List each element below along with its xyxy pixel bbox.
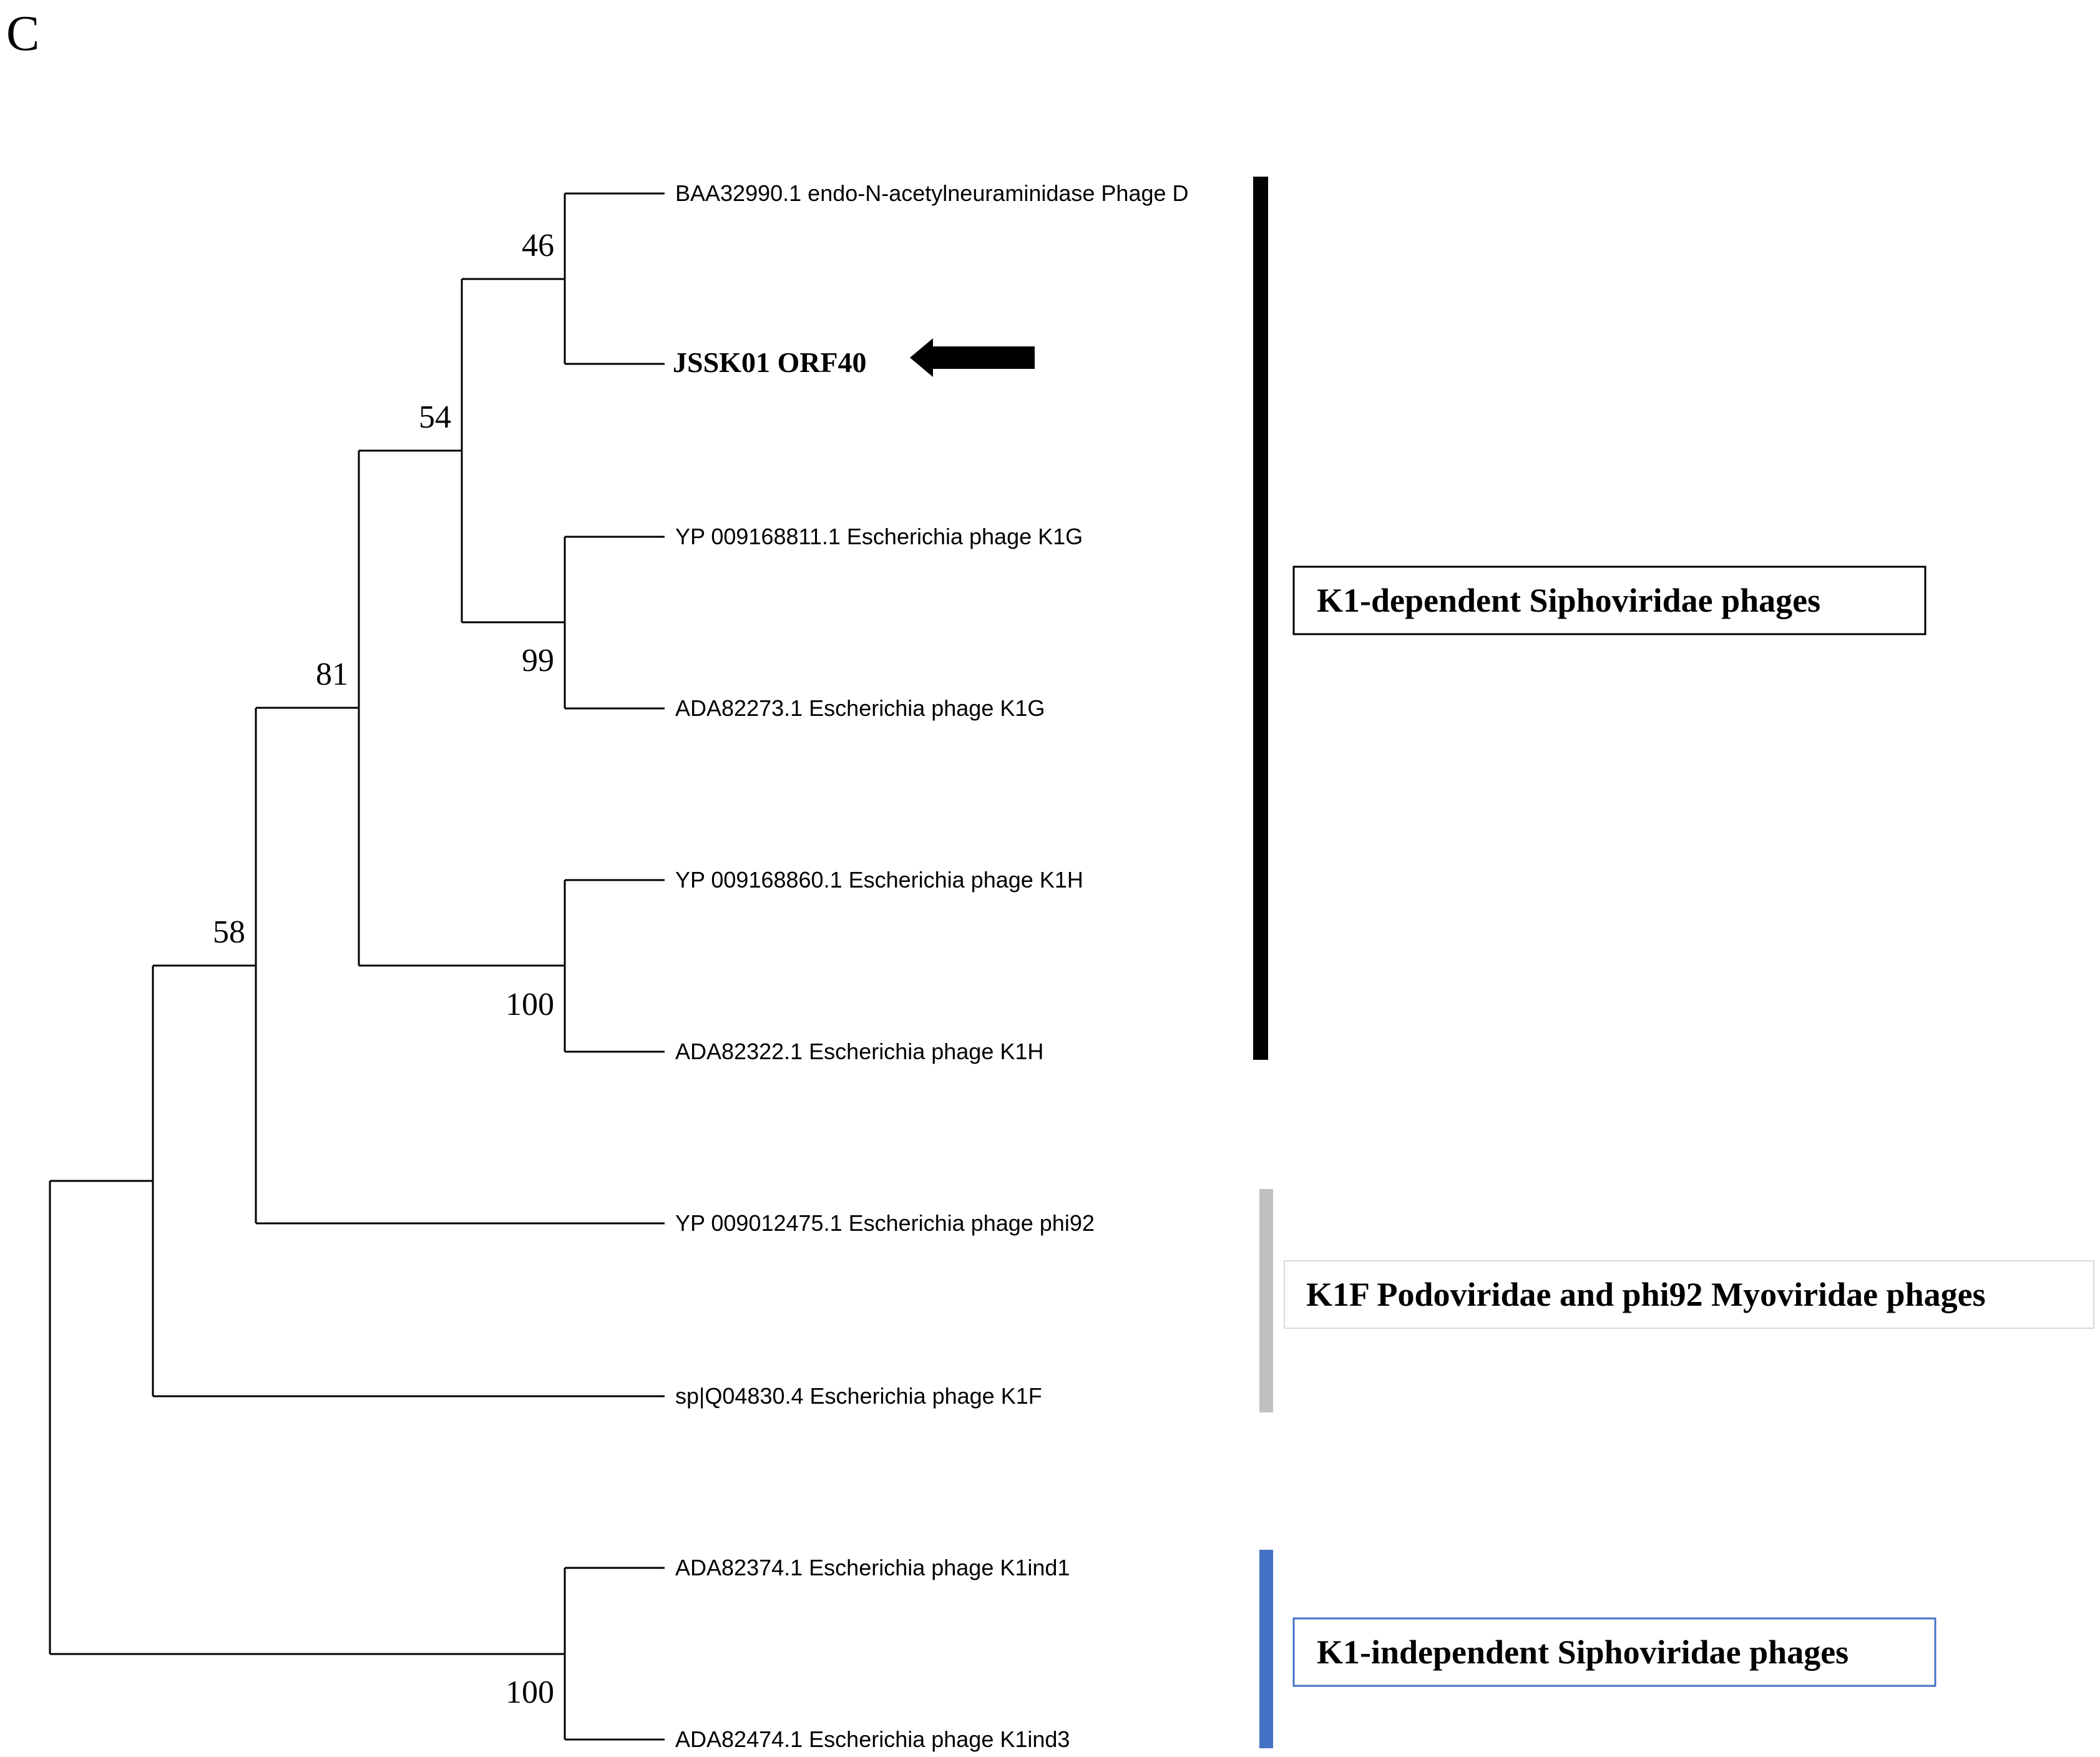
support-value: 46: [522, 228, 554, 263]
tip-label: ADA82474.1 Escherichia phage K1ind3: [675, 1726, 1070, 1752]
support-values: 46 54 99 81 100 58 100: [213, 228, 554, 1710]
clade-box-k1f-phi92: [1284, 1260, 2094, 1329]
support-value: 99: [522, 643, 554, 678]
tip-label-highlighted: JSSK01 ORF40: [673, 346, 867, 378]
tip-label: BAA32990.1 endo-N-acetylneuraminidase Ph…: [675, 180, 1189, 206]
support-value: 58: [213, 914, 245, 950]
support-value: 100: [505, 1675, 554, 1710]
clade-bar-k1f-phi92: [1259, 1189, 1273, 1412]
support-value: 81: [316, 657, 348, 692]
clade-box-k1-dependent: [1292, 565, 1927, 635]
clade-label-k1-independent: K1-independent Siphoviridae phages: [1317, 1633, 1848, 1671]
tip-label: ADA82374.1 Escherichia phage K1ind1: [675, 1555, 1070, 1580]
tip-label: YP 009168860.1 Escherichia phage K1H: [675, 867, 1083, 893]
clade-bar-k1-dependent: [1253, 177, 1268, 1060]
tree-branches: [49, 192, 665, 1741]
panel-letter: C: [6, 6, 39, 61]
support-value: 100: [505, 987, 554, 1022]
tip-label: ADA82273.1 Escherichia phage K1G: [675, 695, 1045, 721]
arrow-shape: [910, 338, 1035, 377]
support-value: 54: [419, 399, 451, 435]
clade-box-k1-independent: [1292, 1617, 1936, 1687]
clade-label-k1f-phi92: K1F Podoviridae and phi92 Myoviridae pha…: [1306, 1276, 1986, 1313]
clade-bars: [1253, 177, 1273, 1748]
clade-label-k1-dependent: K1-dependent Siphoviridae phages: [1317, 582, 1820, 619]
highlight-arrow-icon: [910, 338, 1035, 377]
tip-label: sp|Q04830.4 Escherichia phage K1F: [675, 1383, 1042, 1409]
clade-labels: K1-dependent Siphoviridae phages K1F Pod…: [1284, 565, 2094, 1687]
tip-label: ADA82322.1 Escherichia phage K1H: [675, 1039, 1043, 1064]
tip-label: YP 009168811.1 Escherichia phage K1G: [675, 524, 1083, 549]
tip-labels: BAA32990.1 endo-N-acetylneuraminidase Ph…: [673, 180, 1189, 1752]
tip-label: YP 009012475.1 Escherichia phage phi92: [675, 1210, 1095, 1236]
clade-bar-k1-independent: [1259, 1550, 1273, 1748]
